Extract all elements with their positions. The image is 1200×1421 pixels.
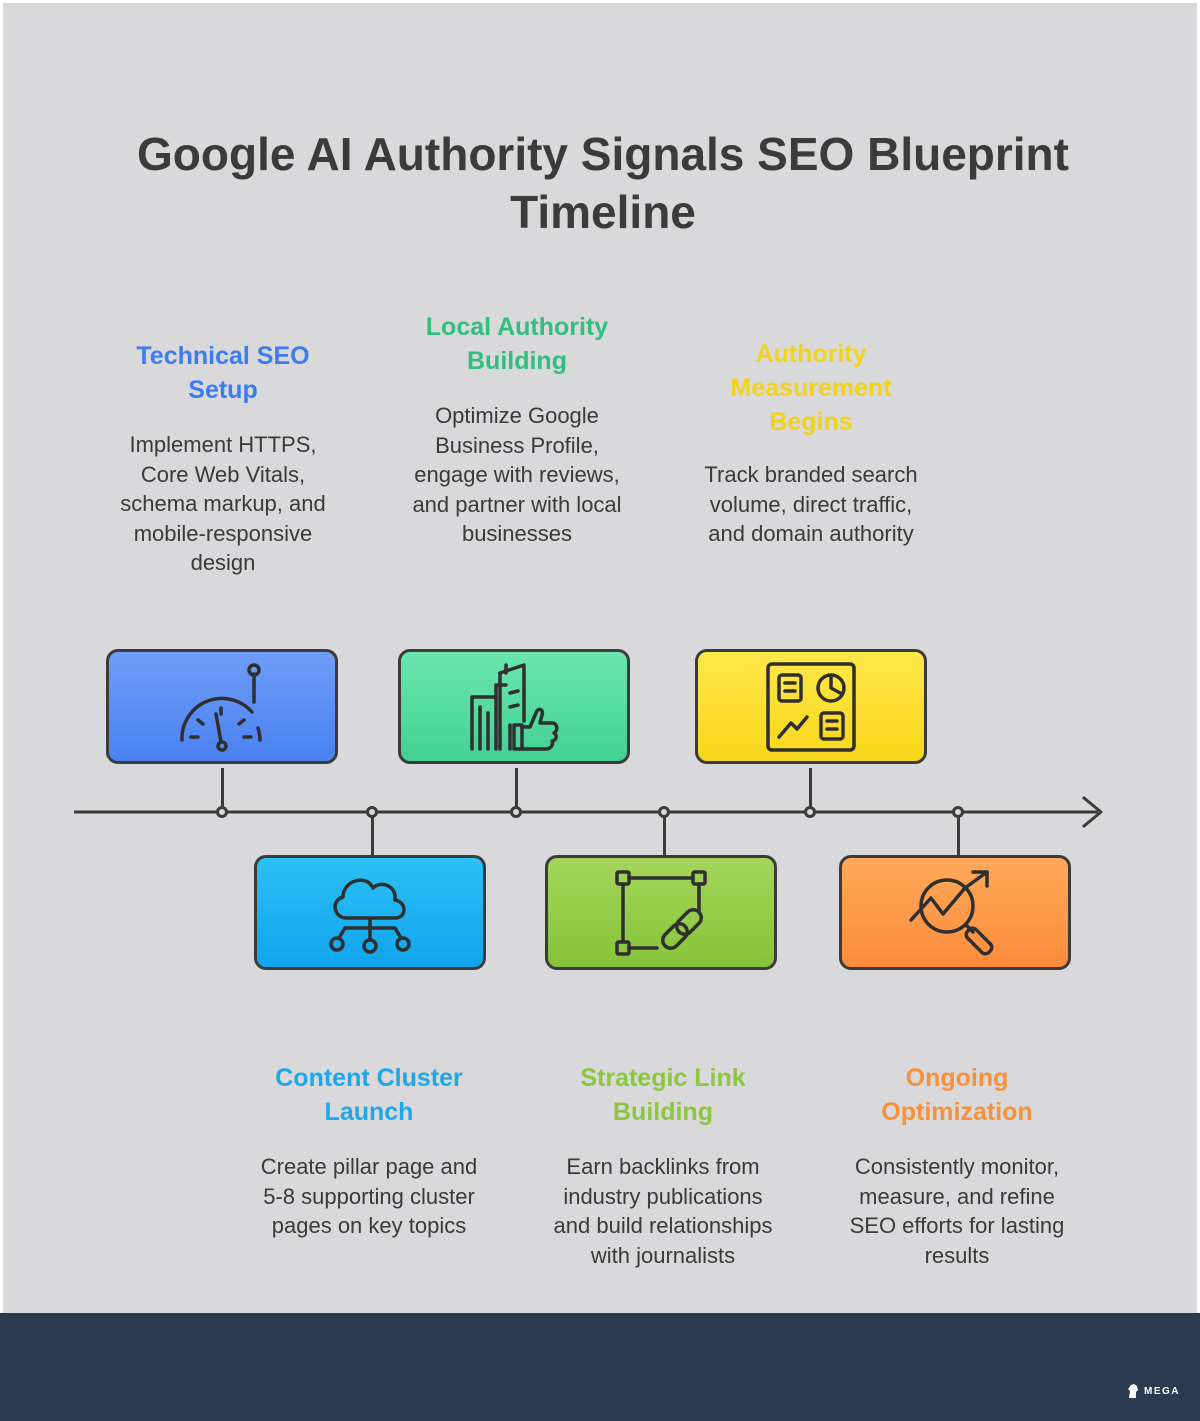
horse-logo-icon	[1128, 1384, 1138, 1398]
step-title-local-authority: Local Authority Building	[425, 313, 609, 375]
link-frame-icon	[615, 869, 707, 956]
step-desc-link-building: Earn backlinks from industry publication…	[553, 1154, 773, 1268]
infographic-canvas: Google AI Authority Signals SEO Blueprin…	[3, 3, 1197, 1313]
connector-authority-measurement	[809, 768, 812, 808]
connector-ongoing-optimization	[957, 816, 960, 858]
timeline-axis	[74, 796, 1103, 828]
timeline-node	[804, 806, 816, 818]
magnify-trend-icon	[909, 869, 994, 956]
dashboard-icon	[766, 661, 856, 752]
timeline-node	[366, 806, 378, 818]
step-desc-content-cluster: Create pillar page and 5-8 supporting cl…	[260, 1154, 478, 1238]
connector-technical-seo	[221, 768, 224, 808]
cloud-network-icon	[329, 877, 411, 954]
connector-content-cluster	[371, 816, 374, 858]
step-card-technical-seo	[106, 649, 338, 764]
step-title-content-cluster: Content Cluster Launch	[275, 1064, 463, 1126]
step-title-ongoing-optimization: Ongoing Optimization	[881, 1064, 1033, 1126]
page-title: Google AI Authority Signals SEO Blueprin…	[137, 128, 1069, 238]
timeline-node	[216, 806, 228, 818]
step-desc-authority-measurement: Track branded search volume, direct traf…	[704, 462, 918, 546]
footer-bar: MEGA	[0, 1313, 1200, 1421]
step-card-content-cluster	[254, 855, 486, 970]
step-card-local-authority	[398, 649, 630, 764]
brand-name: MEGA	[1144, 1385, 1180, 1397]
connector-link-building	[663, 816, 666, 858]
brand-logo: MEGA	[1126, 1383, 1180, 1399]
step-desc-ongoing-optimization: Consistently monitor, measure, and refin…	[849, 1154, 1065, 1268]
step-title-technical-seo: Technical SEO Setup	[136, 342, 310, 404]
step-desc-technical-seo: Implement HTTPS, Core Web Vitals, schema…	[120, 432, 326, 575]
step-card-ongoing-optimization	[839, 855, 1071, 970]
step-card-authority-measurement	[695, 649, 927, 764]
speedometer-icon	[180, 662, 262, 752]
connector-local-authority	[515, 768, 518, 808]
timeline-node	[952, 806, 964, 818]
step-title-link-building: Strategic Link Building	[580, 1064, 746, 1126]
step-card-link-building	[545, 855, 777, 970]
step-title-authority-measurement: Authority Measurement Begins	[730, 340, 892, 436]
timeline-node	[658, 806, 670, 818]
step-desc-local-authority: Optimize Google Business Profile, engage…	[412, 403, 622, 546]
timeline-node	[510, 806, 522, 818]
buildings-thumbs-up-icon	[470, 662, 559, 751]
